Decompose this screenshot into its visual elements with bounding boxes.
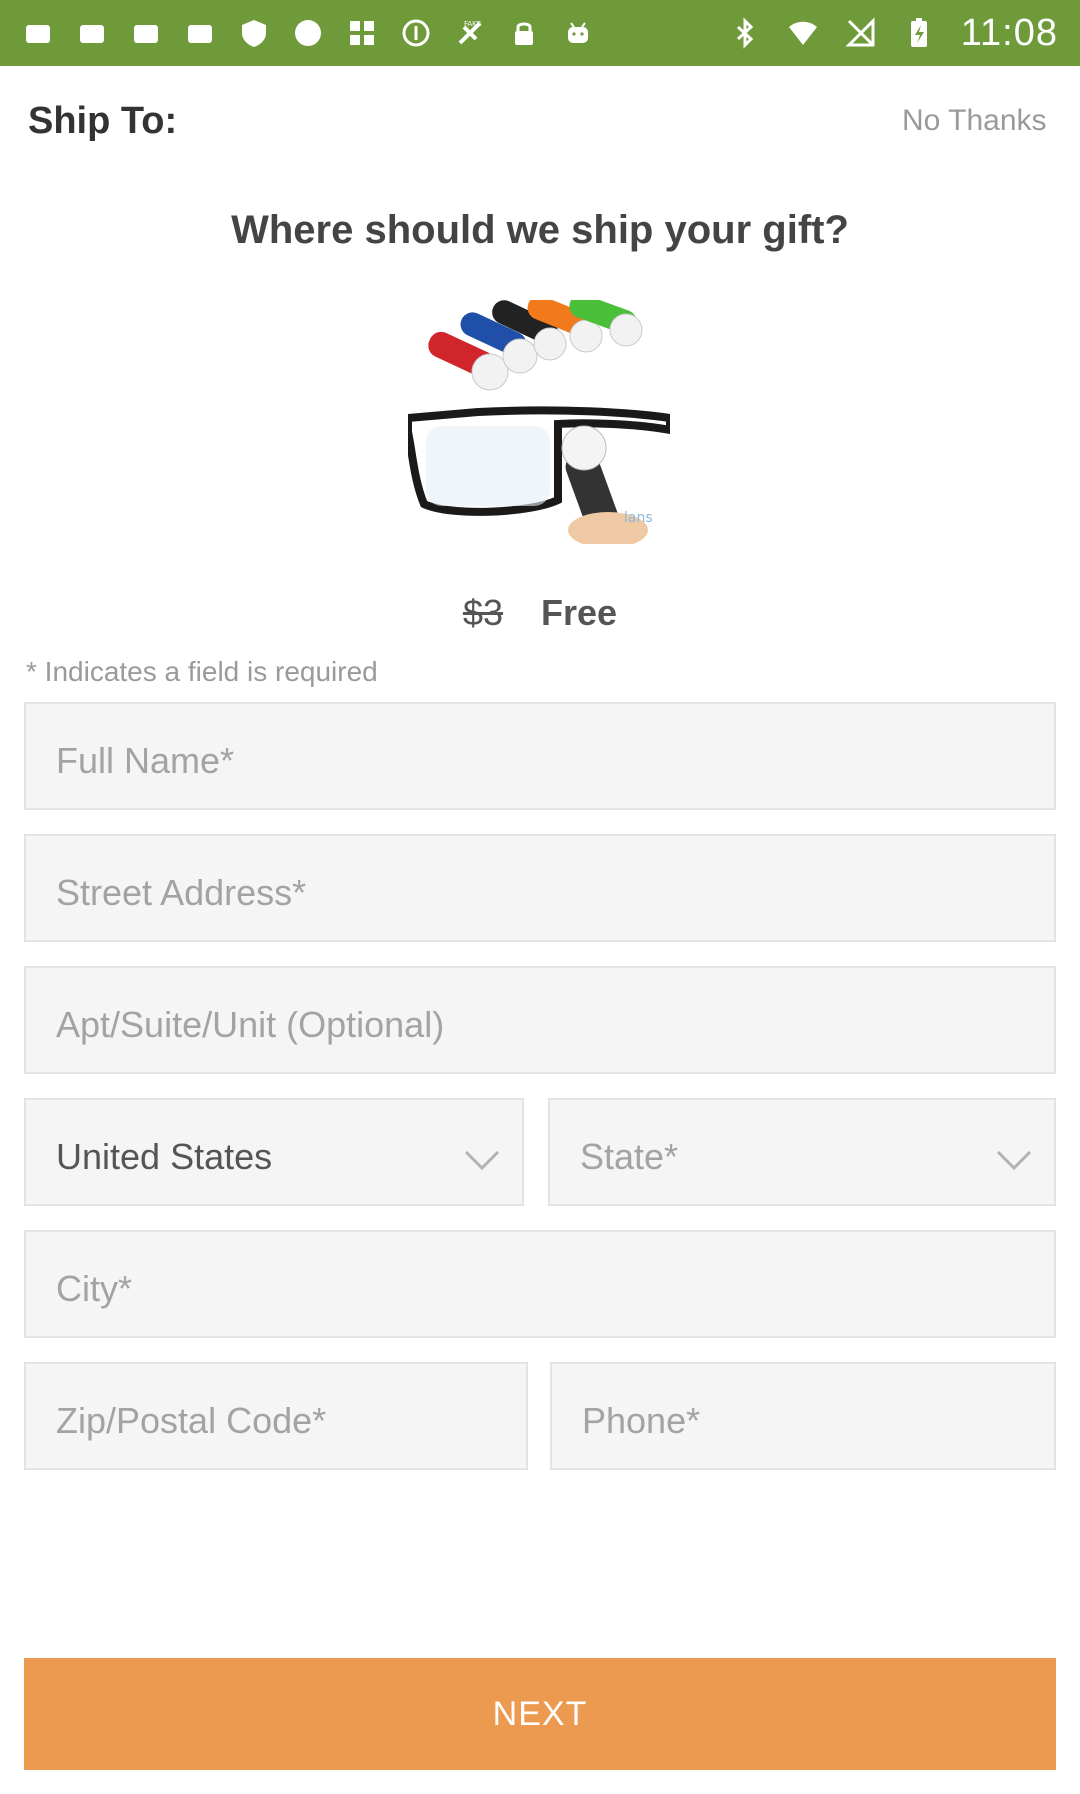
android-icon	[568, 22, 588, 43]
glasses-cleaner-product-image: lans	[408, 300, 670, 544]
status-time: 11:08	[960, 11, 1058, 54]
cleaner-clip-orange	[527, 300, 603, 353]
country-value: United States	[56, 1136, 273, 1177]
shield-icon	[242, 20, 266, 47]
status-bar: FAKE 11:08	[0, 0, 1080, 66]
price-row: $3 Free	[0, 592, 1080, 634]
no-signal-icon	[845, 17, 875, 47]
full-name-field[interactable]: Full Name*	[24, 702, 1056, 810]
cleaner-clip-green	[569, 300, 643, 347]
no-thanks-button[interactable]: No Thanks	[902, 104, 1047, 137]
svg-text:FAKE: FAKE	[464, 20, 481, 28]
cleaner-clip-blue	[460, 312, 538, 374]
fake-gps-icon: FAKE	[458, 20, 482, 45]
cleaner-clip-black	[492, 300, 567, 361]
city-field[interactable]: City*	[24, 1230, 1056, 1338]
street-address-placeholder: Street Address*	[56, 872, 307, 913]
notification-icon	[80, 25, 104, 43]
ship-question-heading: Where should we ship your gift?	[231, 208, 849, 252]
wifi-icon	[788, 21, 817, 45]
eyeglasses-frame	[408, 406, 670, 516]
chevron-down-icon	[996, 1150, 1032, 1171]
street-address-field[interactable]: Street Address*	[24, 834, 1056, 942]
notification-icon	[26, 25, 50, 43]
image-watermark: lans	[624, 510, 653, 526]
battery-charging-icon	[910, 18, 927, 47]
page-title: Ship To:	[28, 100, 178, 142]
lock-icon	[515, 22, 533, 45]
notification-icon	[134, 25, 158, 43]
state-select[interactable]: State*	[548, 1098, 1056, 1206]
country-select[interactable]: United States	[24, 1098, 524, 1206]
circle-icon	[295, 20, 321, 46]
grid-icon	[350, 21, 374, 45]
apt-suite-placeholder: Apt/Suite/Unit (Optional)	[56, 1004, 445, 1045]
apt-suite-field[interactable]: Apt/Suite/Unit (Optional)	[24, 966, 1056, 1074]
city-placeholder: City*	[56, 1268, 133, 1309]
zip-code-field[interactable]: Zip/Postal Code*	[24, 1362, 528, 1470]
notification-icon	[188, 25, 212, 43]
cleaner-clip-red	[428, 331, 509, 391]
phone-field[interactable]: Phone*	[550, 1362, 1056, 1470]
full-name-placeholder: Full Name*	[56, 740, 235, 781]
required-fields-note: * Indicates a field is required	[26, 656, 378, 687]
current-price: Free	[541, 592, 618, 633]
chevron-down-icon	[464, 1150, 500, 1171]
zip-code-placeholder: Zip/Postal Code*	[56, 1400, 327, 1441]
next-button[interactable]: NEXT	[24, 1658, 1056, 1770]
bluetooth-icon	[736, 17, 753, 49]
phone-placeholder: Phone*	[582, 1400, 701, 1441]
info-icon	[402, 19, 430, 47]
state-placeholder: State*	[580, 1136, 679, 1177]
original-price: $3	[462, 592, 503, 633]
